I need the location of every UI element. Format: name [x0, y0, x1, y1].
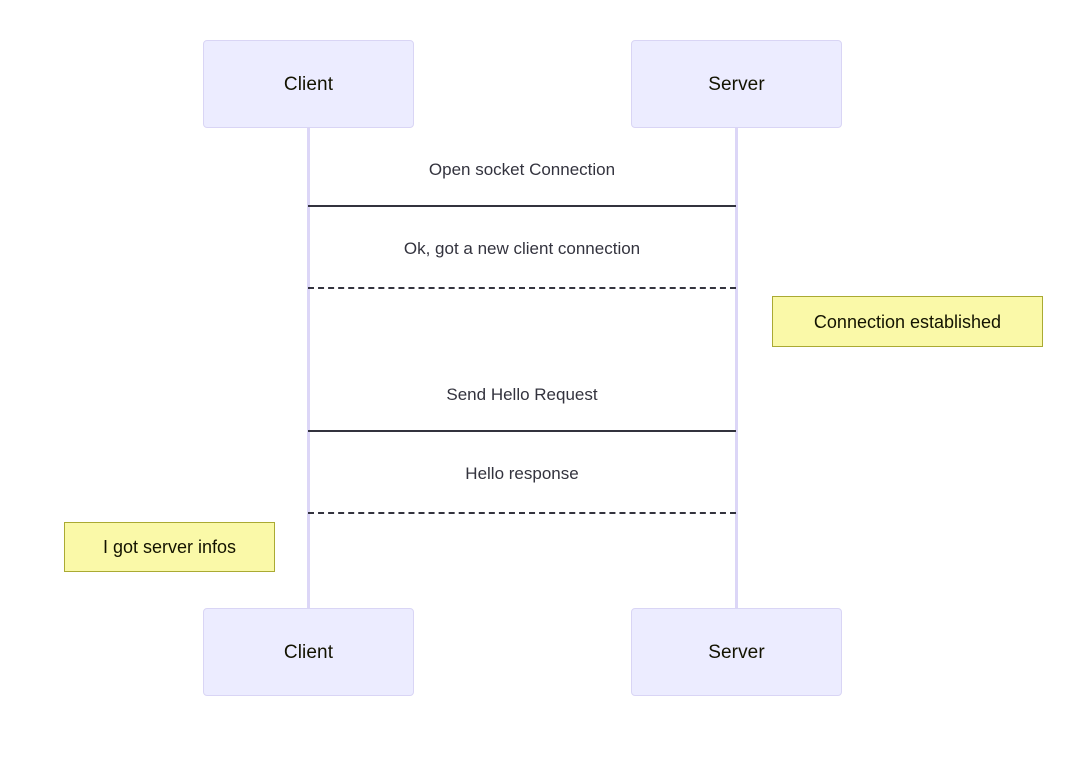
note-i-got-server-infos[interactable]: I got server infos — [64, 522, 275, 572]
participant-label-client-bottom: Client — [283, 641, 334, 663]
participant-label-client-top: Client — [283, 73, 334, 95]
participant-label-server-bottom: Server — [708, 641, 765, 663]
participant-label-server-top: Server — [708, 73, 765, 95]
message-line-hello-response — [308, 512, 736, 514]
message-label-send-hello-request: Send Hello Request — [446, 385, 598, 404]
message-label-open-socket-connection: Open socket Connection — [428, 160, 616, 179]
participant-box-server-top[interactable]: Server — [631, 40, 842, 128]
participant-box-client-top[interactable]: Client — [203, 40, 414, 128]
note-connection-established[interactable]: Connection established — [772, 296, 1043, 347]
lifeline-client — [307, 128, 310, 608]
participant-box-client-bottom[interactable]: Client — [203, 608, 414, 696]
message-line-open-socket-connection — [308, 205, 736, 207]
note-label-connection-established: Connection established — [813, 311, 1002, 332]
note-label-i-got-server-infos: I got server infos — [102, 537, 237, 557]
message-label-ok-got-a-new-client-connection: Ok, got a new client connection — [403, 239, 641, 258]
participant-box-server-bottom[interactable]: Server — [631, 608, 842, 696]
message-line-send-hello-request — [308, 430, 736, 432]
message-line-ok-got-a-new-client-connection — [308, 287, 736, 289]
message-label-hello-response: Hello response — [465, 464, 579, 483]
lifeline-server — [735, 128, 738, 608]
